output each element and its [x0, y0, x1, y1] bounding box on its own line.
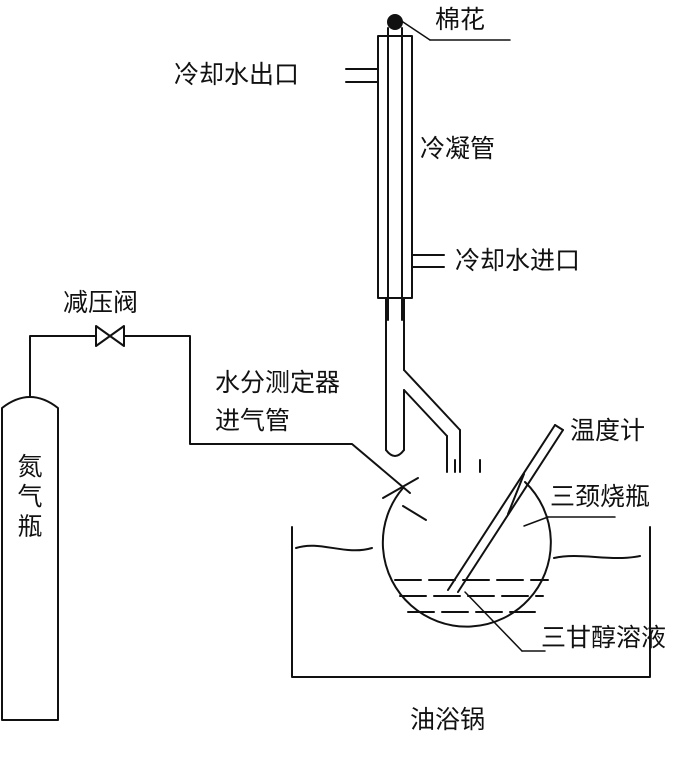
label-condenser: 冷凝管	[420, 134, 496, 163]
label-water-trap: 水分测定器	[215, 368, 341, 397]
label-cooling-water-inlet: 冷却水进口	[455, 246, 581, 275]
label-nitrogen-cylinder-char-1: 氮	[17, 452, 43, 481]
label-triethylene-glycol-solution: 三甘醇溶液	[541, 623, 667, 652]
label-cotton: 棉花	[435, 5, 486, 34]
nitrogen-cylinder	[1, 396, 59, 721]
oil-bath	[291, 526, 651, 678]
label-nitrogen-cylinder-char-3: 瓶	[17, 512, 43, 541]
thermometer	[447, 424, 564, 593]
solution-level-lines	[394, 579, 549, 613]
label-thermometer: 温度计	[570, 416, 646, 445]
leader-lines	[399, 19, 616, 652]
pressure-reducing-valve-symbol	[95, 325, 125, 347]
water-trap	[385, 314, 461, 473]
condenser-tube	[345, 27, 445, 321]
label-nitrogen-cylinder-char-2: 气	[17, 482, 43, 511]
label-pressure-reducing-valve: 减压阀	[63, 288, 139, 317]
gas-line	[29, 335, 411, 494]
cotton-plug	[387, 14, 403, 30]
label-oil-bath: 油浴锅	[410, 705, 486, 734]
label-cooling-water-outlet: 冷却水出口	[174, 60, 300, 89]
three-neck-flask	[381, 459, 552, 628]
side-neck	[382, 477, 427, 521]
label-gas-inlet-tube: 进气管	[215, 406, 291, 435]
label-nitrogen-cylinder: 氮 气 瓶	[15, 452, 45, 542]
label-three-neck-flask: 三颈烧瓶	[550, 482, 651, 511]
